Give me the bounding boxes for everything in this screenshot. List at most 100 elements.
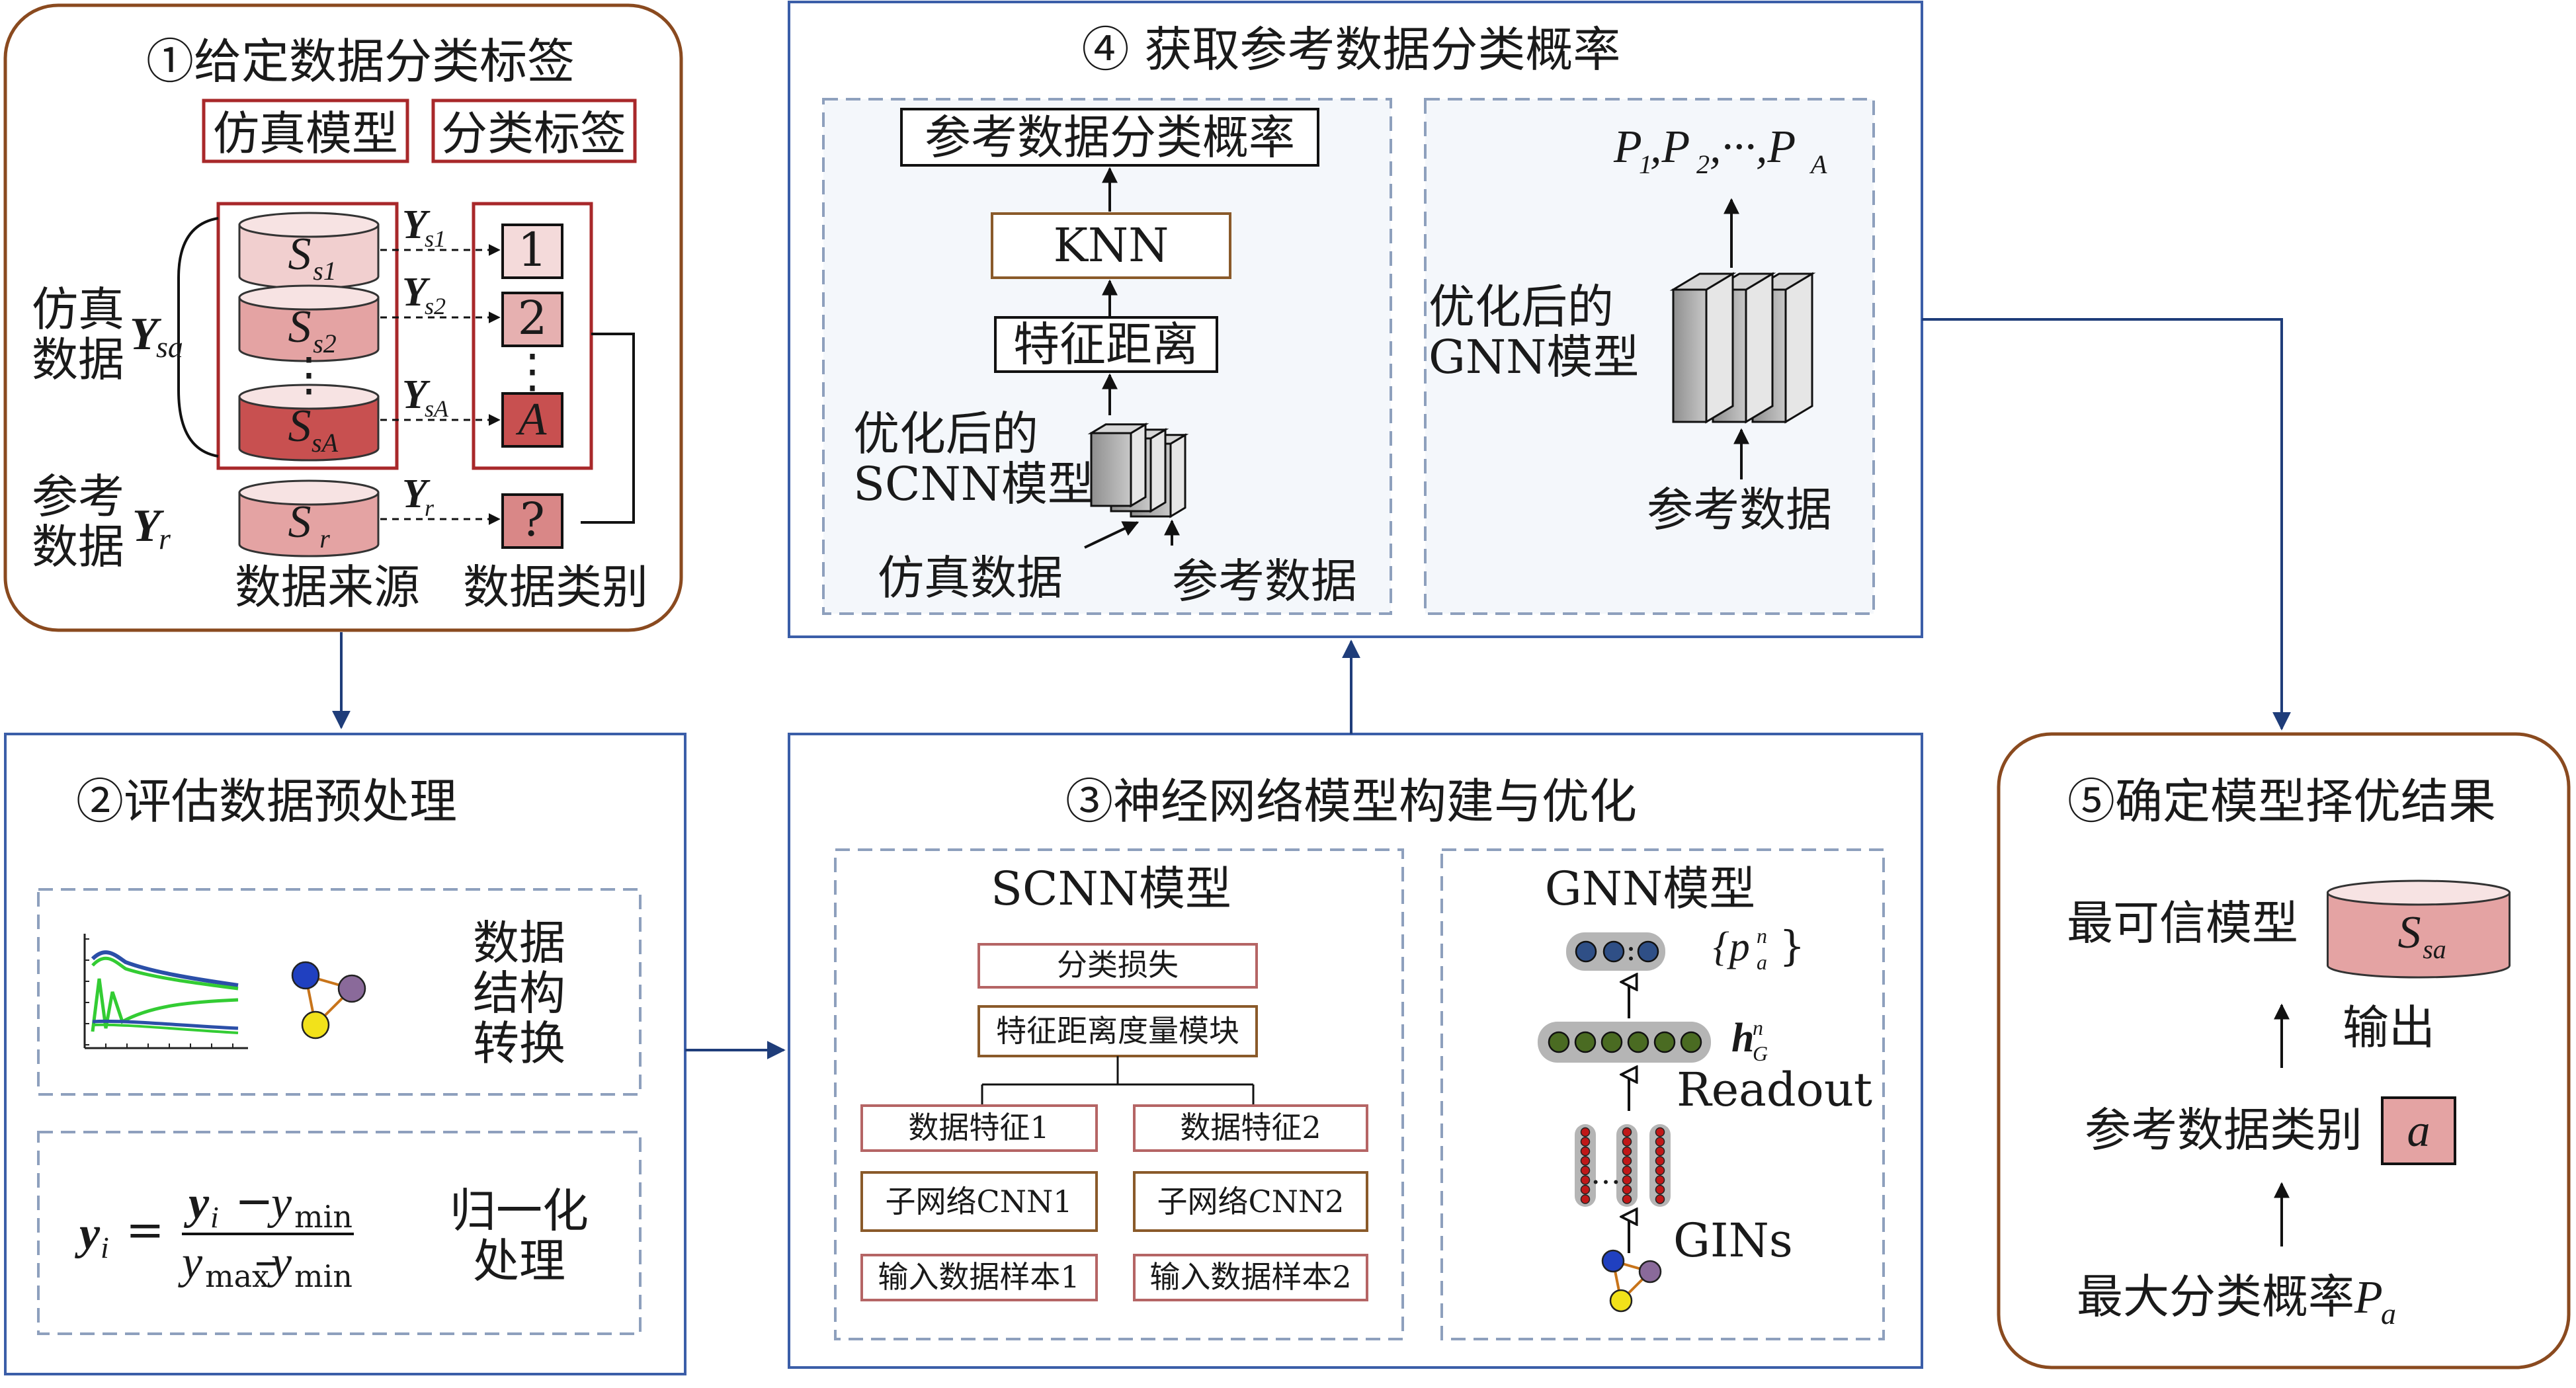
class-label-boxes: 1 2A? [501, 223, 563, 549]
metric-text: 特征距离度量模块 [996, 1013, 1239, 1049]
sim-input-arrow [1084, 521, 1140, 549]
gnn-title: GNN模型 [1545, 862, 1755, 916]
flow-arrows [332, 318, 2291, 1059]
loss-text: 分类损失 [1057, 947, 1179, 983]
embedding-nodes [1548, 1031, 1702, 1053]
small-graph-icon [291, 961, 366, 1040]
section-3-frame [788, 733, 1923, 1369]
featdist-text: 特征距离 [1013, 317, 1198, 372]
loss-box [977, 943, 1258, 989]
gin-layers [1575, 1124, 1671, 1207]
svg-text:max: max [205, 1258, 269, 1294]
normalize-formula: y i = y i − y min y max – y min [75, 1174, 354, 1294]
svg-text:最大分类概率: 最大分类概率 [2077, 1270, 2354, 1324]
feat1-text: 数据特征1 [908, 1110, 1049, 1145]
svg-text:Y: Y [130, 309, 162, 360]
svg-text::: : [1626, 932, 1636, 967]
scnn-branch-lines [981, 1056, 1255, 1106]
svg-text:r: r [425, 495, 435, 521]
svg-text:min: min [294, 1199, 353, 1235]
model-group-frame [216, 202, 399, 470]
svg-text:–: – [255, 1233, 278, 1287]
class-box-1: 1 [501, 223, 563, 279]
svg-text:n: n [1757, 924, 1767, 948]
svg-text:,P: ,P [1650, 122, 1690, 173]
header-model-box [202, 99, 409, 163]
input2-text: 输入数据样本2 [1149, 1259, 1351, 1295]
svg-text:i: i [101, 1231, 109, 1264]
class-box-unknown: ? [501, 493, 563, 549]
scnn-title: SCNN模型 [991, 862, 1231, 916]
section-2-title: ②评估数据预处理 [76, 774, 457, 829]
cnn2-box [1133, 1171, 1368, 1232]
svg-text:s1: s1 [313, 256, 337, 286]
label-group-frame [472, 202, 593, 470]
section-5-title: ⑤确定模型择优结果 [2067, 774, 2496, 829]
svg-text:A: A [516, 394, 547, 445]
prob-box [900, 108, 1319, 167]
svg-text:sa: sa [156, 330, 183, 364]
section-4-title: ④ 获取参考数据分类概率 [1082, 22, 1621, 77]
svg-text:a: a [2381, 1297, 2396, 1330]
svg-text:r: r [319, 524, 330, 553]
header-model-text: 仿真模型 [213, 106, 398, 161]
struct-transform-panel [37, 888, 642, 1096]
sim-data-brace [177, 217, 219, 458]
svg-text:s2: s2 [313, 329, 337, 358]
svg-text:−: − [235, 1174, 274, 1228]
feat2-text: 数据特征2 [1180, 1110, 1321, 1145]
svg-text:2: 2 [1696, 149, 1710, 179]
s4-to-s5-arrow [1922, 318, 2291, 731]
svg-text:2: 2 [518, 291, 548, 345]
prob-list-label: P 1 ,P 2 ,···,P A [1613, 122, 1827, 179]
optimized-scnn-stack [1087, 423, 1189, 518]
svg-text:sa: sa [2423, 934, 2446, 964]
header-label-box [431, 99, 637, 163]
svg-text:S: S [288, 401, 312, 452]
input-graph-icon [1601, 1249, 1662, 1313]
sim-var-symbol: Y sa [130, 309, 183, 364]
feat2-box [1133, 1104, 1368, 1152]
svg-text:S: S [288, 229, 312, 280]
svg-text:Y: Y [402, 270, 431, 315]
svg-text:A: A [1809, 149, 1827, 179]
svg-text:y: y [75, 1208, 101, 1259]
label-arrow-1: Ys2 [380, 270, 501, 323]
max-prob-label: 最大分类概率 P a [2077, 1270, 2396, 1330]
knn-box [991, 212, 1231, 279]
gins-text: GINs [1673, 1213, 1793, 1268]
ref-input-text-1: 参考数据 [1172, 554, 1357, 608]
svg-text:{p: {p [1713, 924, 1750, 969]
cnn2-text: 子网络CNN2 [1157, 1184, 1345, 1219]
svg-text:i: i [210, 1200, 219, 1234]
input2-box [1133, 1254, 1368, 1301]
svg-text:s1: s1 [425, 225, 446, 252]
svg-text:}: } [1779, 922, 1805, 970]
gin-dots: … [1591, 1155, 1621, 1191]
output-text: 输出 [2343, 1000, 2435, 1055]
svg-text:h: h [1731, 1016, 1754, 1061]
section-3-title: ③神经网络模型构建与优化 [1065, 774, 1637, 829]
svg-text:,···,P: ,···,P [1710, 122, 1796, 173]
featdist-box [994, 316, 1218, 373]
section-1-label-assignment: ①给定数据分类标签 仿真模型 分类标签 仿真数据 Y sa 参考数据 Y r S… [3, 3, 683, 632]
section-1-frame [3, 3, 683, 632]
svg-text:y: y [267, 1178, 292, 1229]
ref-group-label: 参考数据 [32, 469, 124, 574]
ref-class-text: 参考数据类别 [2085, 1103, 2362, 1157]
model-dots: ⋮ [286, 347, 332, 401]
svg-text:?: ? [520, 493, 545, 547]
svg-text:Y: Y [402, 202, 431, 247]
prob-text: 参考数据分类概率 [925, 110, 1295, 165]
struct-transform-text: 数据结构转换 [473, 916, 565, 1071]
svg-text:Y: Y [402, 372, 431, 417]
output-prob-nodes: : [1575, 932, 1659, 967]
ref-var-symbol: Y r [132, 501, 171, 555]
output-prob-label: {p n a } [1713, 922, 1805, 974]
footer-data-class: 数据类别 [463, 560, 648, 614]
